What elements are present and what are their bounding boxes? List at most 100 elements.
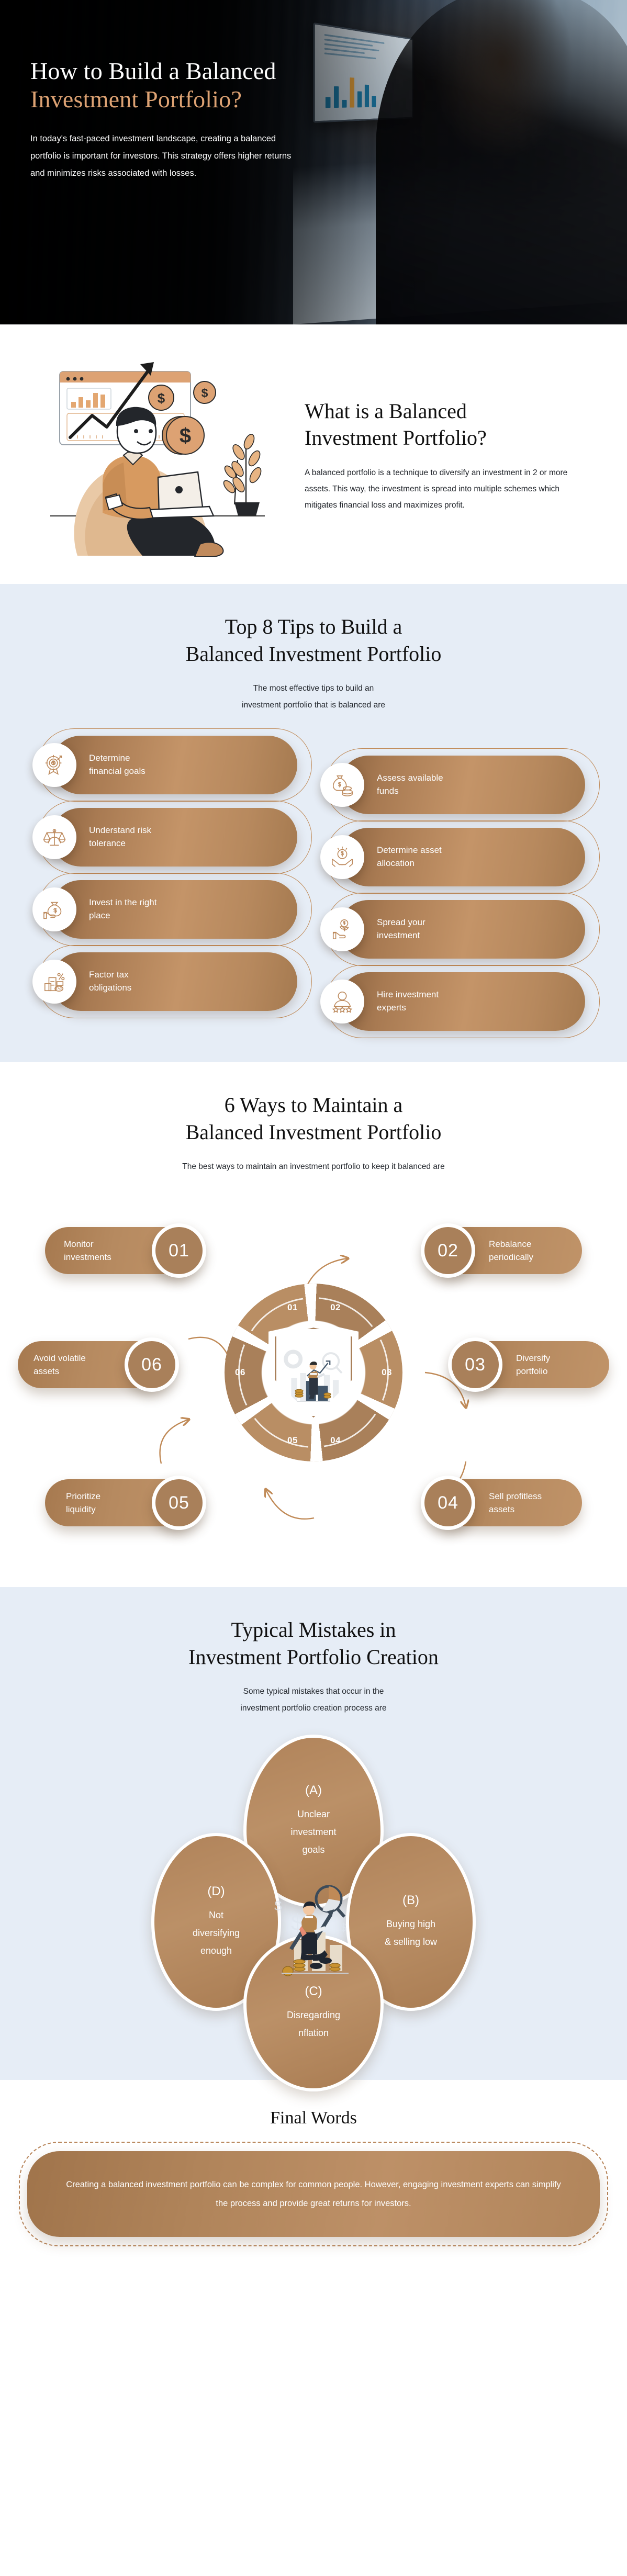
tip-pill: Determine asset allocation <box>320 827 585 886</box>
way-label: Sell profitless assets <box>489 1491 542 1515</box>
infographic-page: How to Build a Balanced Investment Portf… <box>0 0 627 2262</box>
man-on-beanbag-illustration: $ $ $ <box>50 362 265 557</box>
woman-laptop-chart-illustration: $ $ $ $ <box>274 1885 349 1976</box>
way-badge-01: 01 <box>152 1223 206 1278</box>
wheel-number-02: 02 <box>330 1302 341 1313</box>
tax-percent-icon: TAX <box>32 959 76 1004</box>
petal-text-b: Buying high & selling low <box>384 1918 438 1947</box>
tips-section: Top 8 Tips to Build a Balanced Investmen… <box>0 584 627 1062</box>
tip-label: Understand risk tolerance <box>89 825 152 848</box>
final-words-heading: Final Words <box>270 2108 357 2128</box>
wheel-number-04: 04 <box>330 1435 341 1446</box>
wheel-shield-inner <box>275 1328 352 1418</box>
mistakes-petal-diagram: (A) Unclear investment goals (D) Not div… <box>151 1734 476 2091</box>
ways-section: 6 Ways to Maintain a Balanced Investment… <box>0 1062 627 1588</box>
wheel-number-05: 05 <box>287 1435 298 1446</box>
ways-heading-line2: Balanced Investment Portfolio <box>185 1120 442 1144</box>
mistakes-section: Typical Mistakes in Investment Portfolio… <box>0 1587 627 2091</box>
petal-text-a: Unclear investment goals <box>290 1808 337 1855</box>
petal-letter-a: (A) <box>305 1783 322 1797</box>
tip-label: Determine financial goals <box>89 752 145 776</box>
wheel-number-06: 06 <box>235 1367 245 1378</box>
tips-column-right: Assess available funds <box>320 748 600 1038</box>
final-words-callout: Creating a balanced investment portfolio… <box>19 2141 608 2247</box>
tips-subtitle-line1: The most effective tips to build an <box>253 684 374 693</box>
petal-text-d: Not diversifying enough <box>192 1909 240 1956</box>
tip-determine-asset-allocation[interactable]: Determine asset allocation <box>320 820 600 894</box>
ways-wheel-diagram: 01 02 03 04 05 06 <box>18 1189 609 1556</box>
wheel-number-03: 03 <box>382 1367 392 1378</box>
way-item-06[interactable]: Avoid volatile assets 06 <box>18 1337 179 1392</box>
tip-pill: Understand risk tolerance <box>32 807 297 867</box>
tip-pill: Determine financial goals <box>32 735 297 794</box>
mistakes-center-illustration: $ $ $ $ <box>264 1881 363 1981</box>
way-item-01[interactable]: Monitor investments 01 <box>45 1223 206 1278</box>
tip-label: Assess available funds <box>377 772 443 796</box>
tip-pill: Hire investment experts <box>320 972 585 1031</box>
tips-subtitle-line2: investment portfolio that is balanced ar… <box>242 700 385 710</box>
tips-heading-line1: Top 8 Tips to Build a <box>225 615 402 638</box>
svg-text:$: $ <box>158 390 165 406</box>
money-bag-coins-icon <box>320 762 364 807</box>
mistakes-subtitle-line1: Some typical mistakes that occur in the <box>243 1687 384 1696</box>
svg-text:$: $ <box>274 1898 282 1914</box>
tip-label: Factor tax obligations <box>89 969 132 993</box>
tips-grid: Determine financial goals <box>21 728 606 1038</box>
hand-money-bag-icon <box>32 887 76 931</box>
tip-pill: Spread your investment <box>320 899 585 959</box>
target-dollar-icon <box>32 743 76 787</box>
tip-label: Determine asset allocation <box>377 845 442 868</box>
tips-heading-line2: Balanced Investment Portfolio <box>185 642 442 666</box>
tip-assess-available-funds[interactable]: Assess available funds <box>320 748 600 822</box>
way-badge-04: 04 <box>421 1476 475 1531</box>
what-is-heading-line2: Investment Portfolio? <box>305 425 487 449</box>
hero-title-line2: Investment Portfolio? <box>30 85 242 113</box>
balance-scale-icon <box>32 815 76 859</box>
svg-text:TAX: TAX <box>55 987 62 991</box>
tip-pill: TAX Factor tax obligations <box>32 952 297 1011</box>
mistakes-heading-line1: Typical Mistakes in <box>231 1618 396 1642</box>
tip-spread-your-investment[interactable]: Spread your investment <box>320 892 600 966</box>
mistakes-heading-line2: Investment Portfolio Creation <box>188 1645 439 1669</box>
page-bottom-spacer <box>0 2237 627 2262</box>
hand-plant-coin-icon <box>320 907 364 951</box>
tips-column-left: Determine financial goals <box>32 728 312 1031</box>
tip-label: Spread your investment <box>377 917 426 940</box>
way-item-04[interactable]: Sell profitless assets 04 <box>421 1476 582 1531</box>
tip-invest-in-the-right-place[interactable]: Invest in the right place <box>32 872 312 946</box>
hero-content: How to Build a Balanced Investment Portf… <box>0 0 324 182</box>
petal-letter-d: (D) <box>207 1884 225 1898</box>
hands-coin-icon <box>320 835 364 879</box>
tip-understand-risk-tolerance[interactable]: Understand risk tolerance <box>32 800 312 874</box>
way-label: Prioritize liquidity <box>66 1491 101 1515</box>
wheel-number-01: 01 <box>287 1302 298 1313</box>
ways-heading-line1: 6 Ways to Maintain a <box>224 1093 403 1117</box>
what-is-paragraph: A balanced portfolio is a technique to d… <box>305 468 568 510</box>
way-badge-02: 02 <box>421 1223 475 1278</box>
what-is-illustration: $ $ $ <box>19 347 291 557</box>
way-item-02[interactable]: Rebalance periodically 02 <box>421 1223 582 1278</box>
what-is-section: $ $ $ <box>0 324 627 584</box>
wheel-shield-badge <box>268 1321 359 1424</box>
hero-paragraph: In today's fast-paced investment landsca… <box>30 134 292 178</box>
way-badge-06: 06 <box>125 1337 179 1392</box>
hero-dark-scrim <box>0 0 627 324</box>
tip-factor-tax-obligations[interactable]: TAX Factor tax obligations <box>32 944 312 1018</box>
tip-hire-investment-experts[interactable]: Hire investment experts <box>320 964 600 1038</box>
wheel-inner-outline <box>238 1297 389 1448</box>
way-item-05[interactable]: Prioritize liquidity 05 <box>45 1476 206 1531</box>
svg-text:$: $ <box>201 386 208 400</box>
way-badge-05: 05 <box>152 1476 206 1531</box>
tip-label: Hire investment experts <box>377 989 439 1013</box>
what-is-heading-line1: What is a Balanced <box>305 399 467 423</box>
way-badge-03: 03 <box>448 1337 502 1392</box>
way-label: Monitor investments <box>64 1239 111 1263</box>
way-label: Rebalance periodically <box>489 1239 534 1263</box>
final-words-text: Creating a balanced investment portfolio… <box>27 2151 600 2237</box>
hero-section: How to Build a Balanced Investment Portf… <box>0 0 627 324</box>
tip-pill: Invest in the right place <box>32 880 297 939</box>
way-item-03[interactable]: Diversify portfolio 03 <box>448 1337 609 1392</box>
svg-text:$: $ <box>180 424 191 447</box>
svg-text:$: $ <box>340 1921 346 1934</box>
tip-determine-financial-goals[interactable]: Determine financial goals <box>32 728 312 802</box>
